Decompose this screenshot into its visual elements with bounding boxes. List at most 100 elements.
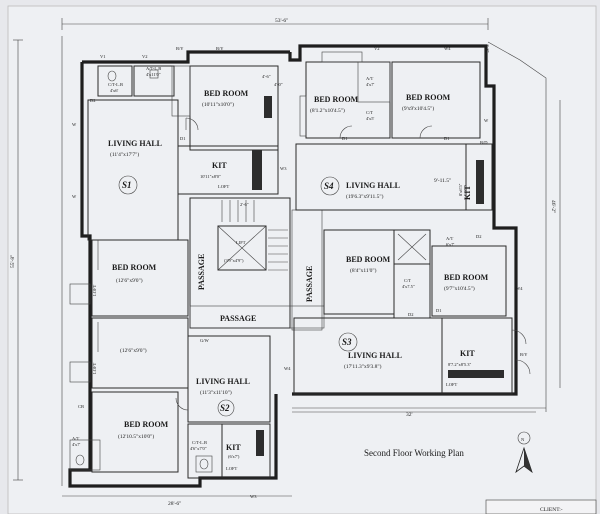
tag-v2-2: V2 (374, 46, 380, 51)
tag-v2: V2 (142, 54, 148, 59)
s4-living-hall-size: (19'6.3"x9'11.5") (346, 193, 384, 200)
s2-at-label: A/T (72, 436, 80, 441)
s1-attached-label: A/T-L.B (146, 66, 161, 71)
bottom-dimension: 28'-6" 32' (62, 411, 536, 507)
client-box (485, 499, 597, 514)
tag-w-1: W (72, 122, 77, 127)
core-stair-lift (189, 197, 325, 331)
tag-gw: G/W (200, 338, 210, 343)
left-room2-size: (12'6"x9'0") (120, 347, 147, 354)
s2-toilet-label: C/T-L.B (192, 440, 207, 445)
s4-bed2-label: BED ROOM (406, 93, 451, 102)
tag-w-3: W (484, 118, 489, 123)
s3-unit-marker (338, 332, 358, 352)
s3-kit-label: KIT (460, 349, 475, 358)
s2-at-size: 4'x7' (72, 442, 81, 447)
s2-unit-label: S2 (220, 403, 230, 413)
tag-d1-3: D1 (444, 136, 450, 141)
tag-w4-1: W4 (444, 46, 451, 51)
s1-unit-marker (118, 175, 138, 195)
s2-bed-room-size: (12'10.5"x10'0") (118, 433, 154, 440)
s4-kit-size: 8'x6'5" (458, 183, 463, 196)
tag-w4-2: W4 (516, 286, 523, 291)
unit-s1 (87, 65, 279, 241)
tag-d2-3: D2 (408, 312, 414, 317)
north-arrow: N (515, 431, 533, 474)
right-inner-label: 32' (406, 412, 413, 418)
right-height-label: 46'-2" (550, 200, 556, 213)
s3-bed2-size: (9'7"x10'4.5") (444, 285, 475, 292)
tag-by-3: B/Y (520, 352, 528, 357)
s4-bed2-size: (9'x9'x10'4.5") (402, 105, 434, 112)
tag-w-2: W (72, 194, 77, 199)
s3-bed1-label: BED ROOM (346, 255, 391, 264)
stair-gap-dimension: 2'-6" (240, 202, 249, 207)
top-width-label: 53'-6" (275, 18, 288, 24)
s4-bed1-label: BED ROOM (314, 95, 359, 104)
tag-d1-2: D1 (342, 136, 348, 141)
tag-by-2: B/Y (216, 46, 224, 51)
passage-right-label: PASSAGE (305, 266, 314, 302)
tag-d1-4: D1 (436, 308, 442, 313)
north-symbol-label: N (521, 437, 525, 442)
client-label: CLIENT:- (540, 507, 563, 513)
s3-kit-size: 8'7.2"x8'5.3" (448, 362, 471, 367)
s3-ct-size: 4'x7.5" (402, 284, 415, 289)
s3-at-label: A/T (446, 236, 454, 241)
passage-left-label: PASSAGE (197, 254, 206, 290)
s2-unit-marker (217, 399, 235, 417)
s1-bed-room-label: BED ROOM (204, 89, 249, 98)
left-height-label: 55'-8" (10, 255, 16, 268)
left-gap-dimension: 4'-0" (274, 82, 283, 87)
s1-attached-size: 4'x11'0" (146, 72, 161, 77)
s3-bed1-size: (8'4"x11'0") (350, 267, 377, 274)
tag-loft-2: LOFT (218, 184, 230, 189)
left-dimension: 55'-8" (10, 39, 23, 481)
tag-d1-1: D1 (180, 136, 186, 141)
s1-toilet-label: C/T-L.B (108, 82, 123, 87)
s4-bed1-size: (8'1.2"x10'4.5") (310, 107, 345, 114)
lift-label: LIFT (236, 240, 246, 245)
unit-s3 (293, 229, 531, 395)
tag-bd: B/D (480, 140, 488, 145)
left-bed-room-size: (12'6"x9'0") (116, 277, 143, 284)
opening-tags: V1 V2 B/Y B/Y W W D1 D2 W3 V2 W4 W B/D D… (72, 46, 528, 499)
s2-living-hall-size: (11'3"x11'10") (200, 389, 232, 396)
s4-at-label: A/T (366, 76, 374, 81)
s1-kit-size: 10'11"x8'0" (200, 174, 221, 179)
site-boundary-right (487, 41, 547, 412)
tag-loft-1: LOFT (226, 466, 238, 471)
s4-at-size: 4'x7' (366, 82, 375, 87)
s1-toilet-size: 4'x6' (110, 88, 119, 93)
s4-ct-label: C/T (366, 110, 373, 115)
s2-living-hall-label: LIVING HALL (196, 377, 250, 386)
passage-bottom-label: PASSAGE (220, 314, 256, 323)
s1-bed-room-size: (10'11"x10'0") (202, 101, 234, 108)
tag-w4-3: W4 (284, 366, 291, 371)
tag-by-1: B/Y (176, 46, 184, 51)
left-bed-room-label: BED ROOM (112, 263, 157, 272)
tag-w3-2: W3 (250, 494, 257, 499)
right-dimension: 46'-2" (550, 100, 561, 388)
tag-d2-2: D2 (476, 234, 482, 239)
s4-height-label: 9'-11.5" (434, 178, 451, 184)
drawing-title: Second Floor Working Plan (364, 448, 464, 458)
drawing-border (7, 5, 597, 514)
tag-v1: V1 (100, 54, 106, 59)
unit-s4 (295, 51, 493, 211)
s3-bed2-label: BED ROOM (444, 273, 489, 282)
s3-living-hall-size: (17'11.3"x9'3.8") (344, 363, 382, 370)
tag-loft-3: LOFT (446, 382, 458, 387)
s2-toilet-size: 4'6"x7'0" (190, 446, 207, 451)
s1-living-hall-label: LIVING HALL (108, 139, 162, 148)
s4-unit-label: S4 (324, 181, 334, 191)
s2-kit-label: KIT (226, 443, 241, 452)
tag-loft-5: LOFT (92, 362, 97, 374)
s3-living-hall-label: LIVING HALL (348, 351, 402, 360)
s3-at-size: 6'x7' (446, 242, 455, 247)
s3-ct-label: C/T (404, 278, 411, 283)
s1-kit-label: KIT (212, 161, 227, 170)
right-small-dimension: 4'-6" (262, 74, 271, 79)
lift-size: (3'9"x4'9") (224, 258, 244, 263)
